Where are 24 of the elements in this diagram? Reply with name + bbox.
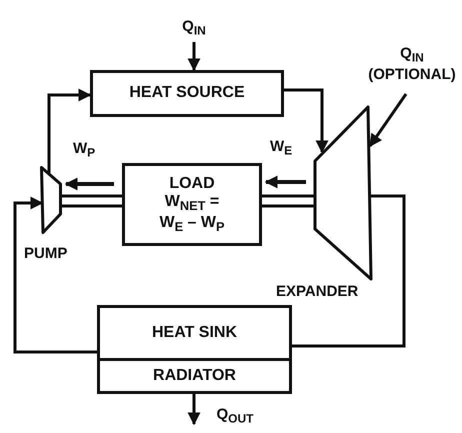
arrow <box>14 196 97 354</box>
text-label: Q$_{IN}$ <box>400 45 424 66</box>
arrow <box>264 176 306 188</box>
text-label: (OPTIONAL) <box>368 66 456 83</box>
box-label: HEAT SOURCE <box>129 84 245 103</box>
box-label: RADIATOR <box>153 366 236 386</box>
connector-line <box>292 194 406 348</box>
heat-source-box <box>90 70 284 117</box>
radiator-box <box>97 358 292 394</box>
heat-sink-box <box>97 305 292 361</box>
load-box <box>122 163 262 246</box>
arrow <box>284 88 328 154</box>
arrow <box>368 93 408 148</box>
component-label: EXPANDER <box>276 283 358 300</box>
arrow <box>188 42 200 72</box>
arrow <box>64 178 114 190</box>
box-label: HEAT SINK <box>152 324 238 342</box>
box-label: W$_{NET}$ = W$_{E}$ – W$_{P}$ <box>158 193 226 234</box>
box-label: LOAD <box>169 174 215 194</box>
arrow <box>48 88 92 173</box>
text-label: Q$_{OUT}$ <box>216 406 254 426</box>
component-label: PUMP <box>24 245 68 262</box>
arrow <box>188 394 200 426</box>
text-label: Q$_{IN}$ <box>182 18 206 38</box>
